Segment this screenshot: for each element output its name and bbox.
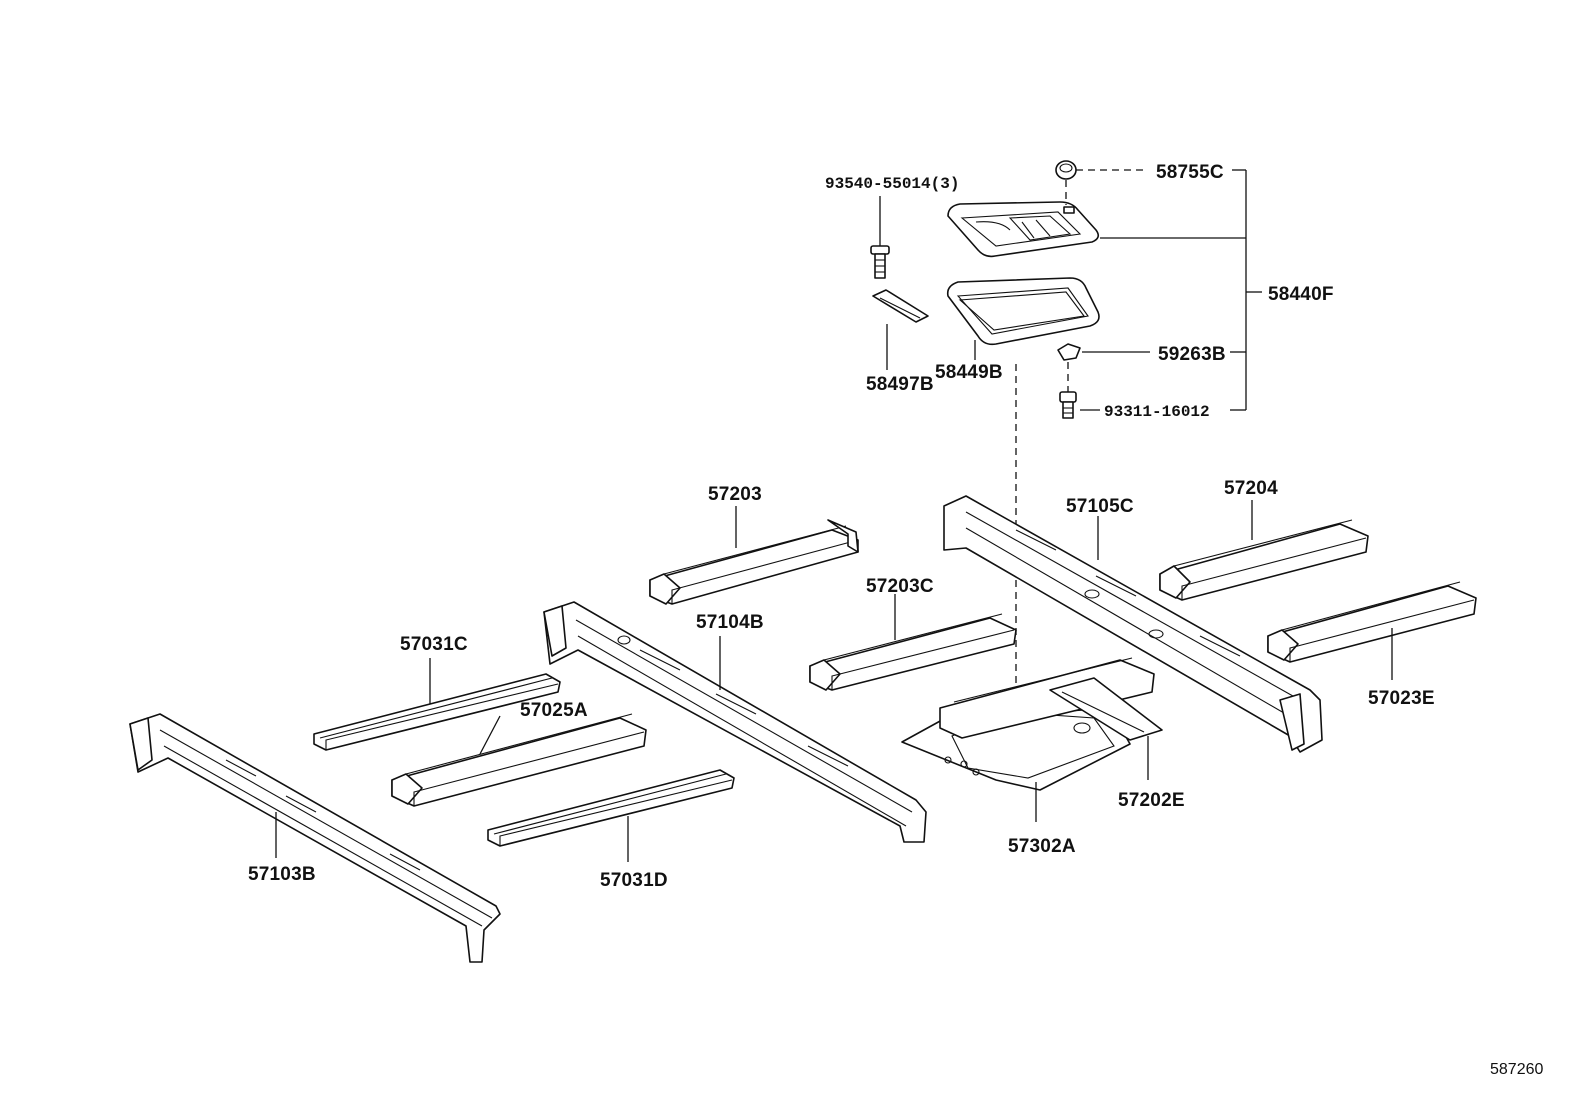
label-58755C: 58755C bbox=[1156, 162, 1224, 183]
bolt-93540 bbox=[870, 196, 890, 279]
assembly-bracket-58440F bbox=[1230, 169, 1262, 411]
label-57031D: 57031D bbox=[600, 870, 668, 891]
label-58440F: 58440F bbox=[1268, 284, 1334, 305]
crossmember-57025A bbox=[391, 713, 647, 807]
crossmember-57031D bbox=[487, 769, 735, 847]
crossmember-57204 bbox=[1159, 519, 1369, 601]
crossmember-57203 bbox=[649, 519, 859, 605]
label-57203: 57203 bbox=[708, 484, 762, 505]
crossmember-57203C bbox=[809, 613, 1017, 691]
label-57302A: 57302A bbox=[1008, 836, 1076, 857]
crossmember-57023E bbox=[1267, 581, 1477, 663]
side-sill-57105C bbox=[943, 495, 1323, 753]
label-58497B: 58497B bbox=[866, 374, 934, 395]
seal-58449B bbox=[946, 277, 1100, 360]
side-sill-57104B bbox=[543, 601, 927, 843]
label-93540: 93540-55014(3) bbox=[825, 175, 959, 193]
label-57105C: 57105C bbox=[1066, 496, 1134, 517]
label-57103B: 57103B bbox=[248, 864, 316, 885]
cover-plate-58440F bbox=[947, 201, 1100, 258]
label-57202E: 57202E bbox=[1118, 790, 1185, 811]
part-58497B bbox=[872, 289, 929, 370]
label-57025A: 57025A bbox=[520, 700, 588, 721]
floor-member-57202E bbox=[939, 657, 1163, 741]
label-57031C: 57031C bbox=[400, 634, 468, 655]
label-59263B: 59263B bbox=[1158, 344, 1226, 365]
label-57203C: 57203C bbox=[866, 576, 934, 597]
label-57104B: 57104B bbox=[696, 612, 764, 633]
label-58449B: 58449B bbox=[935, 362, 1003, 383]
diagram-reference-number: 587260 bbox=[1490, 1061, 1543, 1078]
side-sill-57103B bbox=[129, 713, 501, 963]
grommet-58755C bbox=[1055, 160, 1077, 205]
label-93311: 93311-16012 bbox=[1104, 403, 1210, 421]
screw-93311 bbox=[1059, 391, 1077, 419]
clip-59263B bbox=[1057, 343, 1081, 392]
crossmember-57031C bbox=[313, 673, 561, 751]
label-57023E: 57023E bbox=[1368, 688, 1435, 709]
label-57204: 57204 bbox=[1224, 478, 1278, 499]
